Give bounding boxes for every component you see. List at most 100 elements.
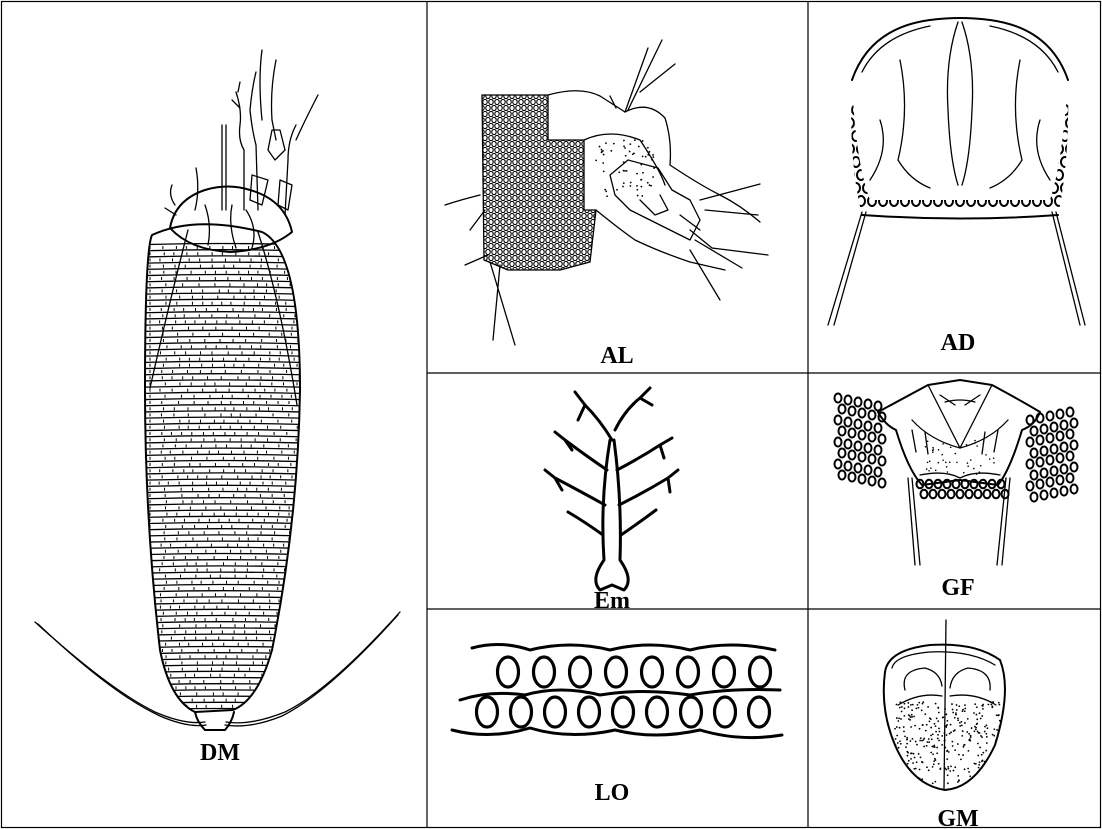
al-stipple: [588, 189, 592, 194]
gm-dot: [991, 757, 993, 759]
gf-cell-right: [1051, 489, 1058, 498]
gm-dot: [899, 707, 901, 709]
dm-annulus: [130, 684, 315, 686]
al-stipple: [549, 183, 553, 188]
gf-cell-left: [875, 402, 882, 411]
al-stipple: [513, 207, 517, 212]
al-stipple: [558, 105, 562, 110]
al-dot: [603, 170, 605, 172]
ad-cell: [962, 131, 970, 141]
al-stipple: [522, 153, 526, 158]
al-dot: [629, 151, 631, 153]
gm-dot: [907, 778, 909, 780]
dm-annulus: [130, 609, 315, 611]
gm-dot: [927, 706, 929, 708]
al-stipple: [525, 219, 529, 224]
gf-dot: [989, 458, 991, 460]
gm-dot: [908, 718, 910, 720]
al-stipple: [567, 171, 571, 176]
gm-dot: [980, 785, 982, 787]
gf-dot: [974, 442, 976, 444]
al-stipple: [483, 111, 487, 116]
al-stipple: [501, 255, 505, 260]
dm-annulus: [130, 374, 315, 376]
gm-dot: [906, 739, 908, 741]
al-stipple: [558, 117, 562, 122]
al-stipple: [543, 255, 547, 260]
gm-dot: [932, 766, 934, 768]
gm-dot: [962, 754, 964, 756]
ad-drawing: [828, 18, 1085, 325]
lo-oval: [579, 697, 600, 727]
ad-cell: [1011, 170, 1019, 180]
al-stipple: [543, 183, 547, 188]
al-stipple: [525, 159, 529, 164]
al-stipple: [498, 225, 502, 230]
gm-dot: [944, 740, 946, 742]
al-stipple: [534, 117, 538, 122]
al-stipple: [582, 237, 586, 242]
al-stipple: [540, 237, 544, 242]
ad-cell: [857, 118, 865, 128]
al-stipple: [498, 105, 502, 110]
ad-cell: [934, 170, 942, 180]
gm-dot: [996, 774, 998, 776]
al-dot: [623, 140, 625, 142]
al-stipple: [492, 237, 496, 242]
gm-dot: [905, 776, 907, 778]
al-stipple: [564, 249, 568, 254]
al-stipple: [531, 159, 535, 164]
al-stipple: [582, 117, 586, 122]
gf-cell-left: [869, 411, 876, 420]
al-dot: [625, 155, 627, 157]
al-stipple: [516, 213, 520, 218]
al-stipple: [570, 93, 574, 98]
gm-dot: [899, 740, 901, 742]
gm-dot: [980, 778, 982, 780]
gm-dot: [944, 708, 946, 710]
al-stipple: [525, 207, 529, 212]
gm-dot: [907, 702, 909, 704]
gf-cell-left: [855, 464, 862, 473]
al-stipple: [549, 207, 553, 212]
al-stipple: [579, 159, 583, 164]
ad-cell: [907, 131, 915, 141]
al-stipple: [519, 159, 523, 164]
al-stipple: [579, 171, 583, 176]
ad-cell: [1011, 118, 1019, 128]
ad-cell: [989, 170, 997, 180]
gm-dot: [915, 768, 917, 770]
al-dot: [647, 147, 649, 149]
al-stipple: [567, 183, 571, 188]
gm-dot: [981, 715, 983, 717]
dm-annulus: [130, 436, 315, 438]
gf-cell-right: [1071, 485, 1078, 494]
dm-annulus: [130, 411, 315, 413]
lo-oval: [681, 697, 702, 727]
al-dot: [595, 159, 597, 161]
gm-dot: [908, 760, 910, 762]
gm-dot: [971, 727, 973, 729]
al-stipple: [549, 171, 553, 176]
al-stipple: [507, 255, 511, 260]
gf-cell-right: [1051, 467, 1058, 476]
gm-dot: [945, 725, 947, 727]
dm-annulus: [130, 399, 315, 401]
ad-cell: [912, 144, 920, 154]
al-stipple: [492, 117, 496, 122]
gf-dot: [976, 445, 978, 447]
al-stipple: [525, 255, 529, 260]
al-stipple: [549, 219, 553, 224]
al-stipple: [504, 261, 508, 266]
gm-dot: [934, 781, 936, 783]
gm-dot: [947, 774, 949, 776]
al-stipple: [570, 189, 574, 194]
gf-dot: [926, 468, 928, 470]
al-stipple: [495, 243, 499, 248]
ad-cell: [846, 118, 854, 128]
ad-cell: [1022, 144, 1030, 154]
gf-cell-right: [1037, 480, 1044, 489]
gm-dot: [914, 757, 916, 759]
ad-cell: [852, 157, 860, 167]
al-stipple: [525, 99, 529, 104]
